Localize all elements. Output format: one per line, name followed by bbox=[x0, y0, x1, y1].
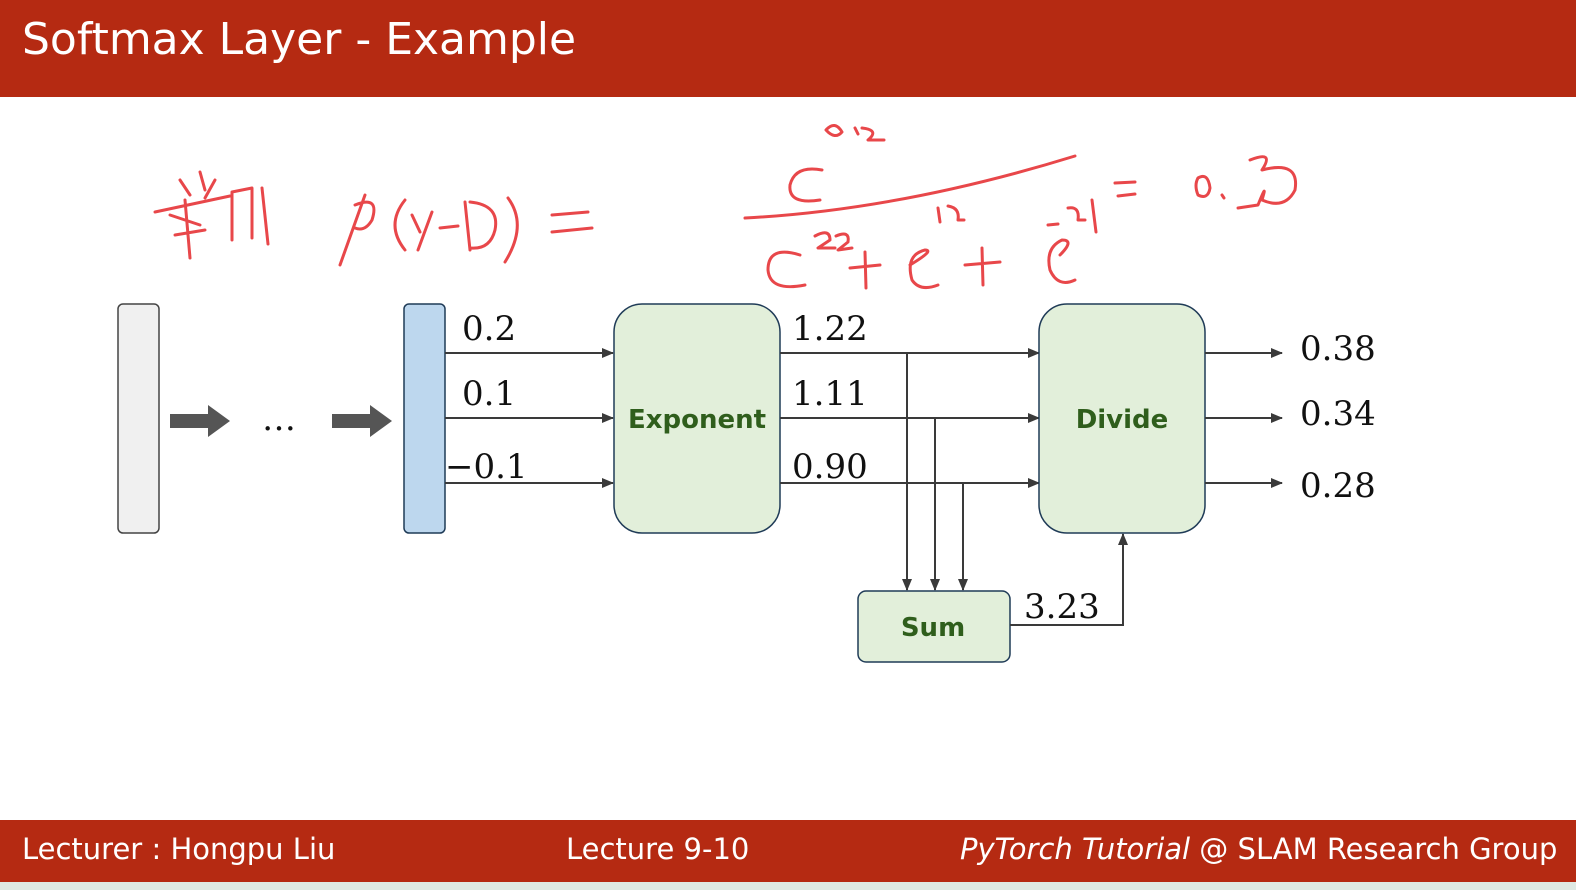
input-value: 0.2 bbox=[462, 309, 516, 349]
slide-title: Softmax Layer - Example bbox=[22, 14, 577, 65]
lecture-number: Lecture 9-10 bbox=[566, 832, 750, 866]
exponent-value: 0.90 bbox=[792, 447, 868, 487]
sum-value: 3.23 bbox=[1024, 587, 1100, 627]
input-value: 0.1 bbox=[462, 374, 516, 414]
logits-layer bbox=[403, 303, 446, 534]
lecturer-name: Lecturer : Hongpu Liu bbox=[22, 832, 336, 866]
handwritten-annotation bbox=[153, 124, 1298, 290]
footer-strip bbox=[0, 882, 1576, 890]
right-arrow-icon bbox=[170, 405, 230, 437]
sum-box bbox=[857, 590, 1011, 663]
course-name: PyTorch Tutorial bbox=[960, 832, 1191, 866]
output-value: 0.28 bbox=[1300, 466, 1376, 506]
right-arrow-icon bbox=[332, 405, 392, 437]
sum-arrow bbox=[1010, 533, 1128, 626]
output-value: 0.34 bbox=[1300, 394, 1376, 434]
footer-bar bbox=[0, 820, 1576, 882]
input-layer bbox=[117, 303, 160, 534]
output-value: 0.38 bbox=[1300, 329, 1376, 369]
exponent-label: Exponent bbox=[628, 405, 766, 435]
exponent-arrows bbox=[780, 348, 1040, 591]
arrow-line bbox=[1010, 533, 1128, 626]
exponent-value: 1.22 bbox=[792, 309, 868, 349]
input-value: −0.1 bbox=[445, 447, 528, 487]
divide-label: Divide bbox=[1076, 405, 1169, 435]
softmax-diagram: … 0.2 0.1 −0.1 Exponent 1.22 1.11 0.90 S… bbox=[117, 124, 1376, 663]
input-arrows bbox=[445, 348, 614, 488]
title-bar: Softmax Layer - Example bbox=[0, 0, 1576, 97]
group-name: @ SLAM Research Group bbox=[1190, 832, 1558, 866]
output-arrows bbox=[1205, 348, 1283, 488]
ellipsis: … bbox=[262, 399, 296, 439]
course-credit: PyTorch Tutorial @ SLAM Research Group bbox=[960, 832, 1557, 866]
sum-label: Sum bbox=[901, 613, 965, 643]
exponent-value: 1.11 bbox=[792, 374, 868, 414]
